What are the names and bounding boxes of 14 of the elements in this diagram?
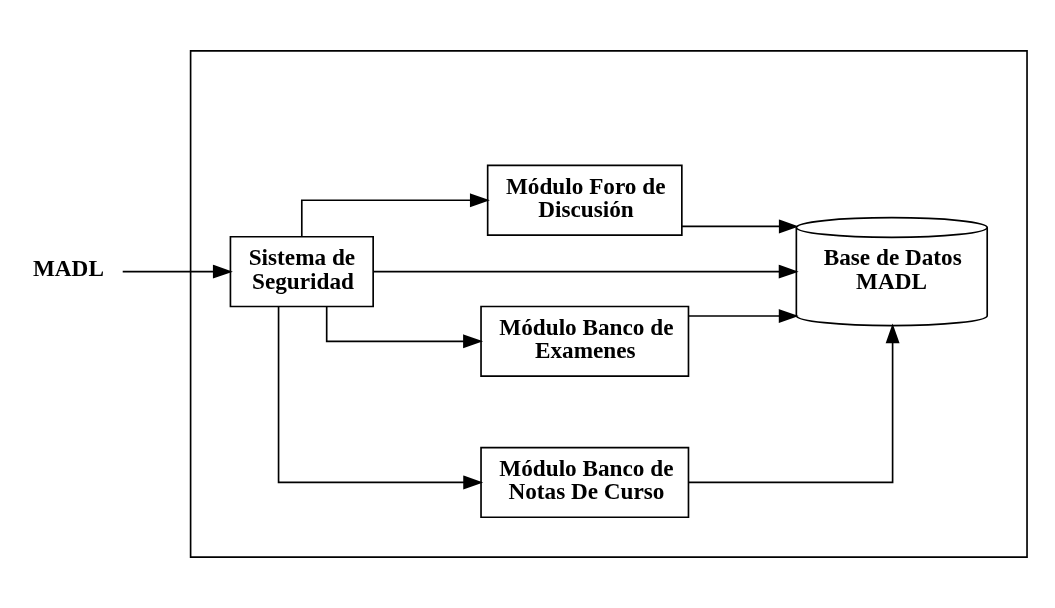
arrow <box>687 323 900 484</box>
arrow <box>121 264 233 279</box>
arrow <box>372 264 799 279</box>
arrow <box>325 305 484 349</box>
node-box: Módulo Banco de Examenes <box>480 305 690 377</box>
arrow <box>687 309 799 323</box>
arrow <box>277 306 484 490</box>
cluster <box>189 50 1028 558</box>
arrow <box>300 193 490 238</box>
node-box: Sistema de Seguridad <box>229 235 374 308</box>
node-text: MADL <box>32 255 104 282</box>
arrow <box>681 219 799 234</box>
node-box: Módulo Foro de Discusión <box>486 164 683 236</box>
node-box: Módulo Banco de Notas De Curso <box>480 446 690 519</box>
